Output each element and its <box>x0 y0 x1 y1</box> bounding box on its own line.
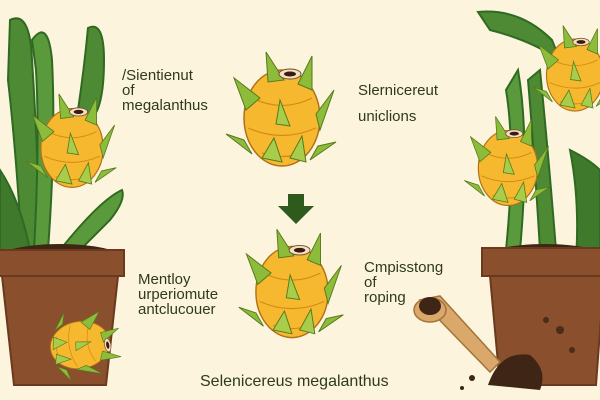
center-bottom-fruit <box>238 228 345 339</box>
left-pot <box>0 244 125 386</box>
right-pot <box>481 244 600 386</box>
soil-scoop <box>413 295 575 390</box>
label-bottom-right: Cmpisstong of roping <box>364 259 444 306</box>
label-bottom-left: Mentloy urperiomute antclucouer <box>138 271 219 318</box>
label-top-left: /Sientienut of megalanthus <box>122 67 208 114</box>
label-top-right: Slernicereut uniclions <box>358 82 439 125</box>
center-top-fruit <box>225 51 337 167</box>
caption: Selenicereus megalanthus <box>200 373 389 390</box>
down-arrow-icon <box>278 194 314 224</box>
